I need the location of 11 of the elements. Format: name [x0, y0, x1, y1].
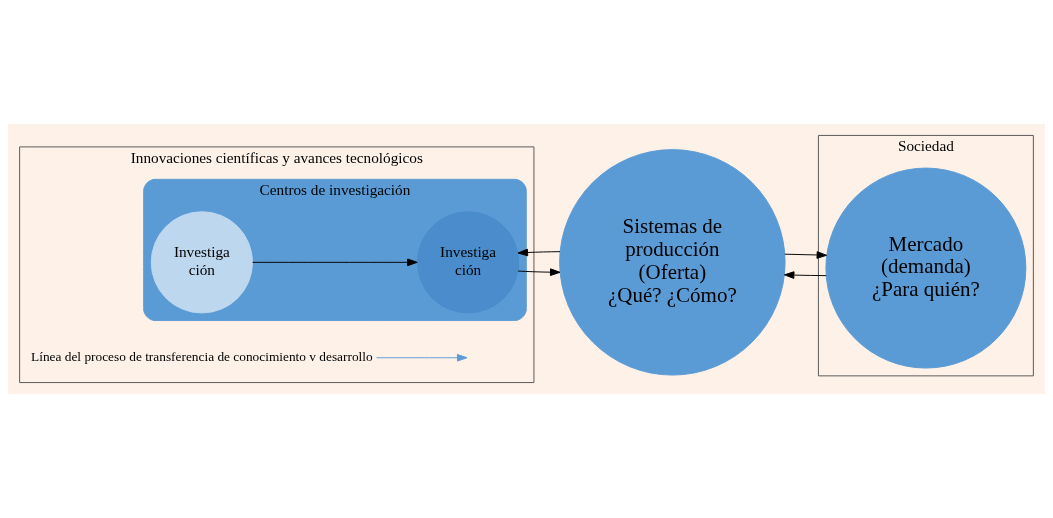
node-text: Línea del proceso de transferencia de conocimiento v desarrollo — [31, 349, 373, 365]
node-circle: Investiga ción — [416, 211, 520, 314]
node-circle: Sistemas de producción (Oferta) ¿Qué? ¿Cómo? — [559, 149, 786, 376]
arrow — [517, 268, 561, 276]
arrow — [252, 258, 418, 267]
arrow — [784, 251, 828, 259]
node-circle: Mercado (demanda) ¿Para quién? — [825, 167, 1027, 369]
arrow — [783, 271, 827, 279]
arrow — [376, 353, 468, 362]
arrow — [517, 248, 561, 257]
node-circle: Investiga ción — [150, 211, 253, 314]
